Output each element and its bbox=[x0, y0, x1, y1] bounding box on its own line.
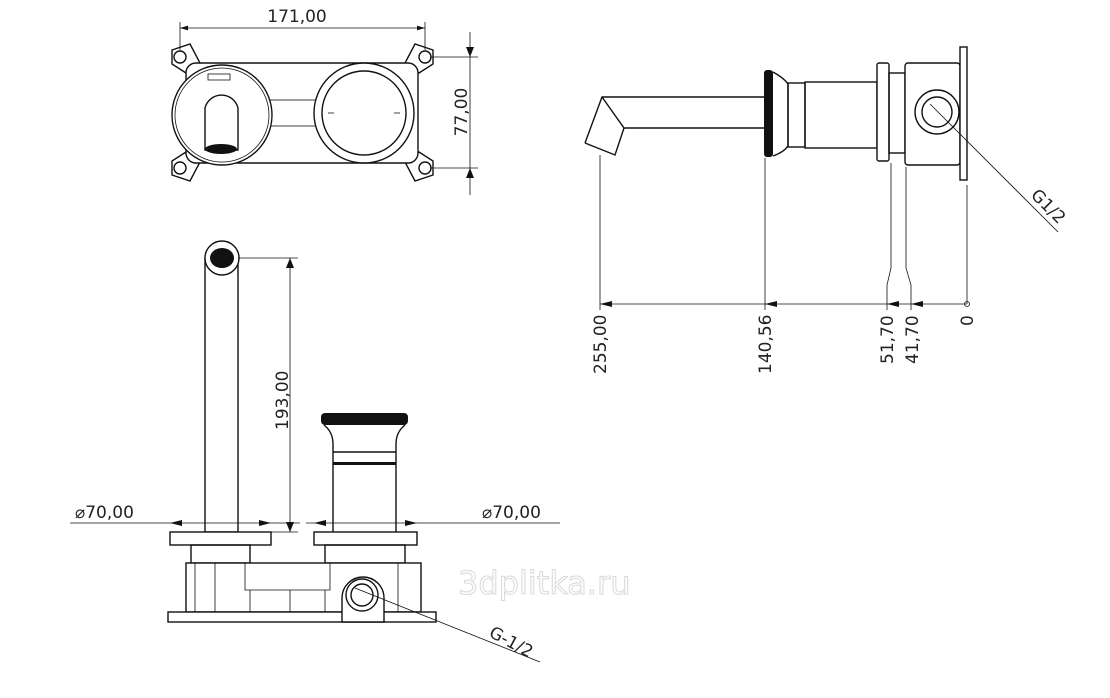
right-diameter: ⌀70,00 bbox=[482, 503, 541, 523]
thread-leader bbox=[929, 103, 1059, 233]
offset-140: 140,56 bbox=[756, 315, 776, 374]
spout-pipe bbox=[204, 257, 239, 533]
offset-41: 41,70 bbox=[903, 315, 923, 364]
watermark: 3dplitka.ru bbox=[458, 564, 631, 602]
right-rosette bbox=[313, 531, 418, 546]
base-flange bbox=[167, 611, 437, 623]
handle-cap bbox=[321, 413, 408, 425]
top-view: 171,00 77,00 bbox=[171, 7, 478, 195]
offset-255: 255,00 bbox=[591, 315, 611, 374]
left-diameter: ⌀70,00 bbox=[75, 503, 134, 523]
spout-outlet bbox=[204, 94, 239, 151]
left-rosette bbox=[169, 531, 272, 546]
height-dimension: 77,00 bbox=[452, 88, 472, 137]
spout-port-circle bbox=[171, 64, 273, 166]
front-height-dimension: 193,00 bbox=[273, 371, 293, 430]
cover-flange bbox=[876, 62, 890, 162]
side-view: G1/2 255,00 140,56 51,70 41,70 0 bbox=[584, 46, 1069, 374]
front-thread-label: G-1/2 bbox=[486, 623, 537, 663]
mounting-body bbox=[185, 562, 422, 613]
spout bbox=[584, 96, 765, 156]
handle-ring bbox=[764, 70, 773, 157]
wall-plate bbox=[959, 46, 968, 181]
width-dimension: 171,00 bbox=[267, 7, 326, 27]
inlet-leader bbox=[354, 587, 541, 663]
offset-0: 0 bbox=[958, 315, 978, 326]
handle-port-circle bbox=[313, 62, 415, 164]
offset-51: 51,70 bbox=[878, 315, 898, 364]
